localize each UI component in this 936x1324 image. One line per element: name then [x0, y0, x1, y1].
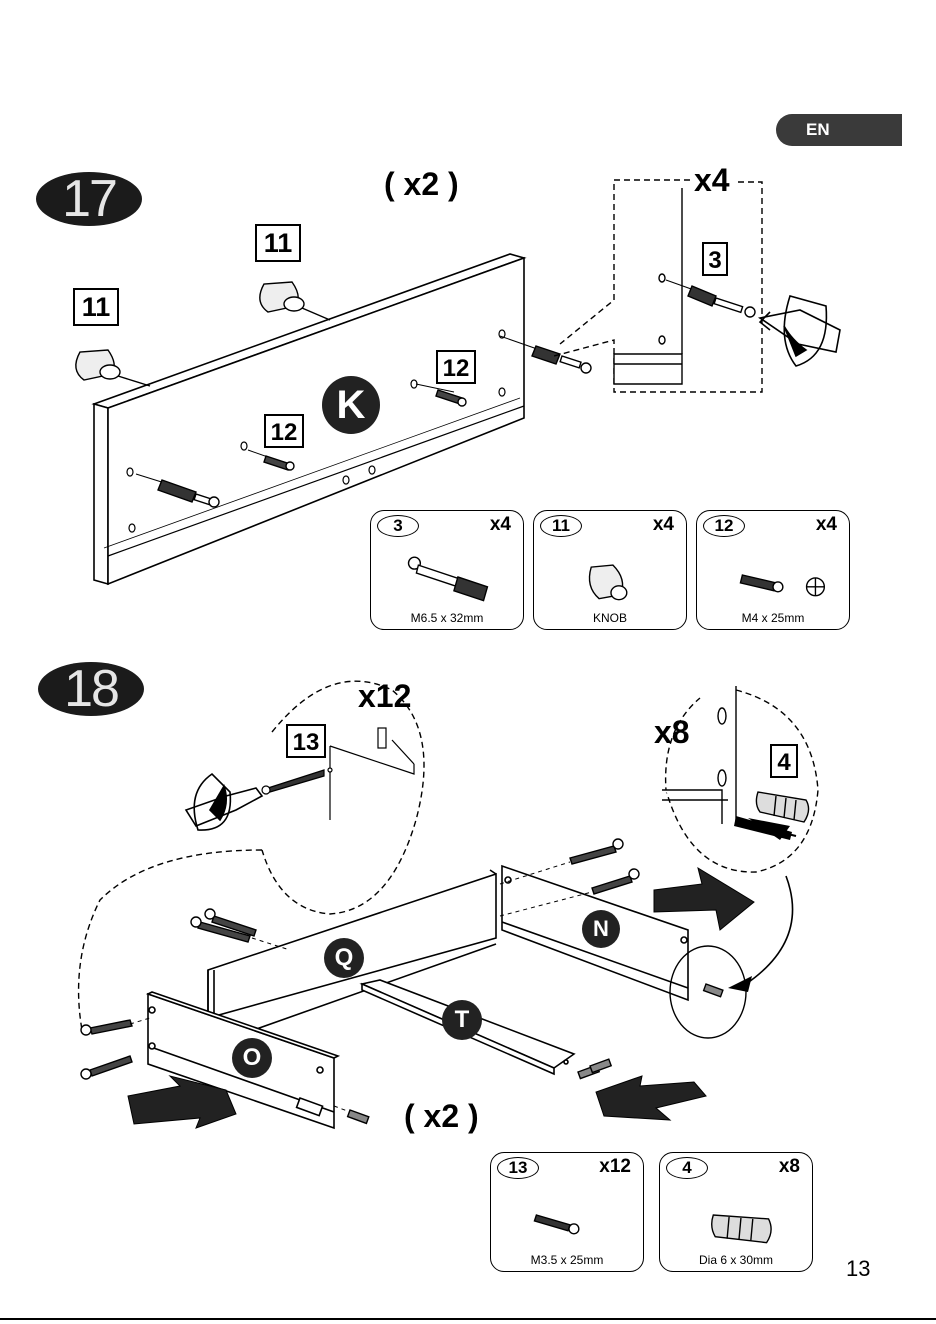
- step18-detail-quantity-screw: x12: [358, 678, 411, 715]
- page-number: 13: [846, 1256, 870, 1282]
- callout-part-4: 4: [770, 744, 798, 778]
- screwdriver-icon: [760, 296, 840, 366]
- part-desc: KNOB: [534, 611, 686, 625]
- panel-k-label: K: [322, 376, 380, 434]
- callout-part-11: 11: [255, 224, 301, 262]
- step18-quantity-label: ( x2 ): [404, 1098, 479, 1135]
- part-card-4: 4 x8 Dia 6 x 30mm: [659, 1152, 813, 1272]
- screwdriver-icon: [186, 774, 262, 830]
- callout-part-3: 3: [702, 242, 728, 276]
- callout-part-12: 12: [264, 414, 304, 448]
- step-17-badge: 17: [36, 172, 142, 226]
- knob-icon: [534, 539, 686, 609]
- step-18-badge: 18: [38, 662, 144, 716]
- panel-n-label: N: [582, 910, 620, 948]
- cam-bolt-icon: [371, 539, 523, 609]
- part-desc: Dia 6 x 30mm: [660, 1253, 812, 1267]
- part-qty: x12: [599, 1156, 631, 1178]
- part-id: 12: [703, 515, 745, 537]
- callout-part-12: 12: [436, 350, 476, 384]
- callout-part-11: 11: [73, 288, 119, 326]
- panel-t-label: T: [442, 1000, 482, 1040]
- part-desc: M3.5 x 25mm: [491, 1253, 643, 1267]
- screw-icon: [697, 539, 849, 609]
- dowel-icon: [660, 1181, 812, 1251]
- part-desc: M6.5 x 32mm: [371, 611, 523, 625]
- part-desc: M4 x 25mm: [697, 611, 849, 625]
- part-qty: x4: [490, 514, 511, 536]
- part-qty: x4: [653, 514, 674, 536]
- part-qty: x8: [779, 1156, 800, 1178]
- part-card-12: 12 x4 M4 x 25mm: [696, 510, 850, 630]
- step17-quantity-label: ( x2 ): [384, 166, 459, 203]
- dowel-icon: [756, 792, 808, 822]
- screw-icon: [491, 1181, 643, 1251]
- step18-detail-quantity-dowel: x8: [654, 714, 690, 751]
- step17-detail-quantity: x4: [694, 162, 730, 199]
- part-card-11: 11 x4 KNOB: [533, 510, 687, 630]
- part-id: 3: [377, 515, 419, 537]
- part-card-3: 3 x4 M6.5 x 32mm: [370, 510, 524, 630]
- part-id: 4: [666, 1157, 708, 1179]
- callout-part-13: 13: [286, 724, 326, 758]
- part-id: 11: [540, 515, 582, 537]
- bottom-rule: [0, 1318, 936, 1320]
- part-qty: x4: [816, 514, 837, 536]
- part-card-13: 13 x12 M3.5 x 25mm: [490, 1152, 644, 1272]
- part-id: 13: [497, 1157, 539, 1179]
- panel-q-label: Q: [324, 938, 364, 978]
- step18-illustration: [0, 640, 936, 1140]
- panel-o-label: O: [232, 1038, 272, 1078]
